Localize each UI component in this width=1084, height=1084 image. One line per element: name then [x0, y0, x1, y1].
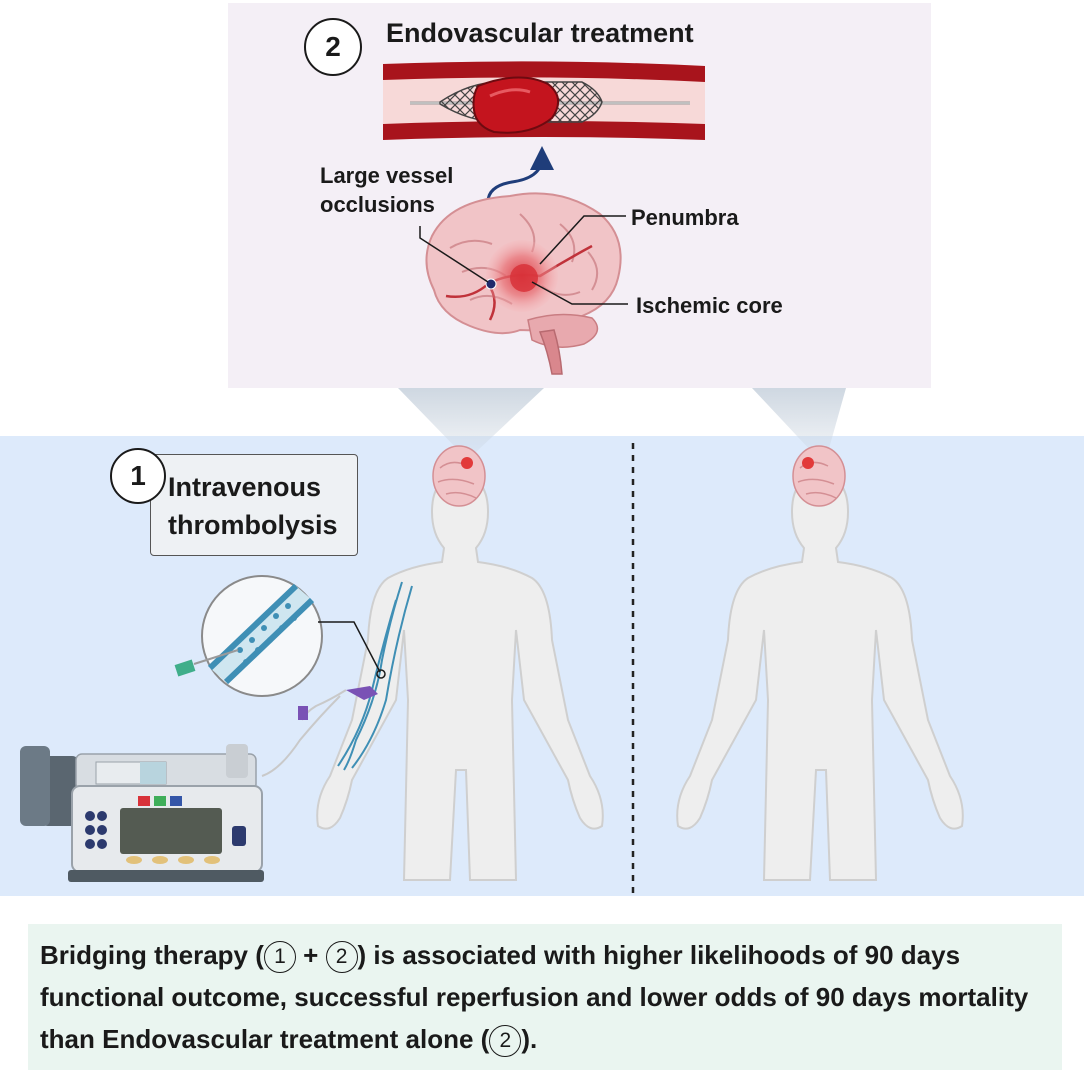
thrombolysis-title-line1: Intravenous — [168, 472, 322, 502]
occlusion-dot — [485, 278, 497, 290]
caption-plus: + — [295, 940, 326, 970]
thrombolysis-label-box — [150, 454, 358, 556]
ischemic-core-label: Ischemic core — [636, 293, 783, 318]
penumbra-label: Penumbra — [631, 205, 739, 230]
step-2-number: 2 — [325, 31, 341, 62]
projection-beam-right — [752, 388, 846, 452]
caption-part1: Bridging therapy ( — [40, 940, 264, 970]
patient-figure-right — [676, 445, 964, 881]
caption-circle-2: 2 — [325, 941, 358, 973]
caption-part3: ). — [521, 1024, 538, 1054]
caption-part2: ) is associated with higher likelihoods … — [40, 940, 1029, 1054]
iv-catheter — [261, 686, 378, 777]
ischemic-core-leader-line — [531, 281, 628, 305]
ischemic-core-region — [510, 264, 538, 292]
thrombolysis-title: Intravenous thrombolysis — [168, 468, 338, 544]
vein-magnifier — [201, 575, 386, 697]
vessel-arrow — [486, 146, 554, 262]
infusion-pump — [20, 744, 264, 882]
large-vessel-occlusions-label: Large vessel occlusions — [320, 161, 453, 219]
caption-circle-3: 2 — [489, 1025, 522, 1057]
projection-beam-left — [398, 388, 544, 452]
step-2-badge: 2 — [304, 18, 362, 76]
penumbra-leader-line — [539, 215, 626, 265]
large-vessel-label-line1: Large vessel — [320, 163, 454, 188]
endovascular-title: Endovascular treatment — [386, 18, 694, 48]
caption-circle-1: 1 — [263, 941, 296, 973]
large-vessel-label-line2: occlusions — [320, 192, 435, 217]
patient-figure-left — [316, 445, 604, 881]
caption-text: Bridging therapy (1 + 2) is associated w… — [40, 934, 1056, 1060]
caption-box: Bridging therapy (1 + 2) is associated w… — [28, 924, 1062, 1070]
occlusion-leader-line — [419, 226, 489, 283]
step-1-number: 1 — [130, 460, 146, 491]
thrombolysis-title-line2: thrombolysis — [168, 510, 338, 540]
vessel-stent-illustration — [383, 61, 705, 140]
iv-needle — [174, 649, 239, 677]
step-1-badge: 1 — [110, 448, 166, 504]
